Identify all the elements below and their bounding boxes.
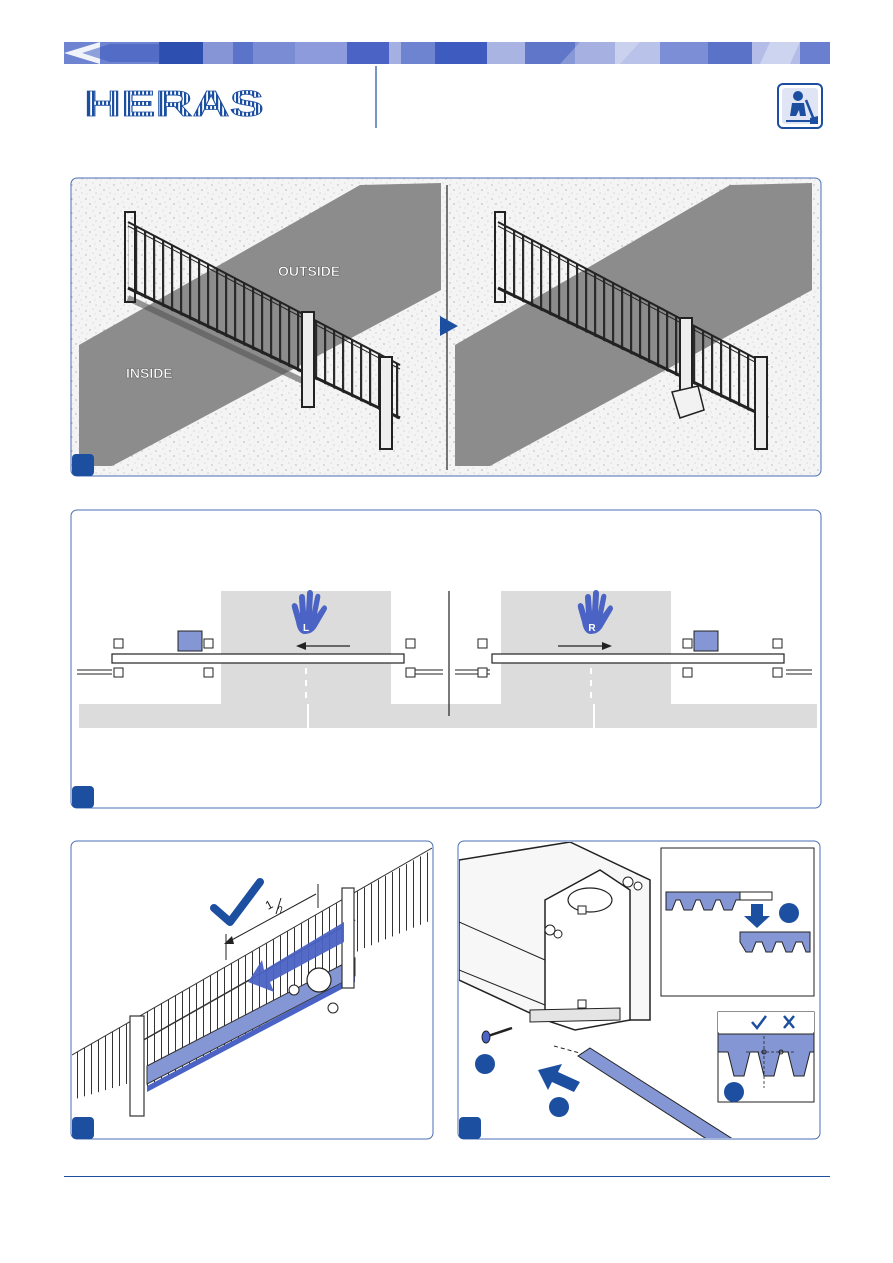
step-marker-c [779,903,799,923]
step-marker-d [724,1082,744,1102]
figure-1-marker [72,454,94,476]
step-marker-b [549,1097,569,1117]
gate-leaf-right [492,654,784,663]
inset-rack-joint [661,848,814,996]
figure-2-direction-diagram: L R [0,500,893,820]
figure-4-marker [459,1117,481,1139]
inset-tooth-alignment [718,1012,814,1102]
left-hand-letter: L [303,623,309,634]
figure-4-rack-mounting [450,830,893,1150]
figure-3-marker [72,1117,94,1139]
footer-rule [64,1176,830,1177]
figure-2-marker [72,786,94,808]
figure-3-rack-alignment: 1 2 [0,830,450,1150]
gate-leaf-left [112,654,404,663]
label-inside: INSIDE [126,365,173,381]
motor-block-left [178,631,202,651]
figure-1-gate-overview: OUTSIDE INSIDE [0,0,893,490]
step-marker-a [475,1054,495,1074]
ground-strip [79,704,817,728]
right-hand-letter: R [588,623,596,634]
label-outside: OUTSIDE [278,263,340,279]
screw [482,1031,490,1043]
motor-block-right [694,631,718,651]
